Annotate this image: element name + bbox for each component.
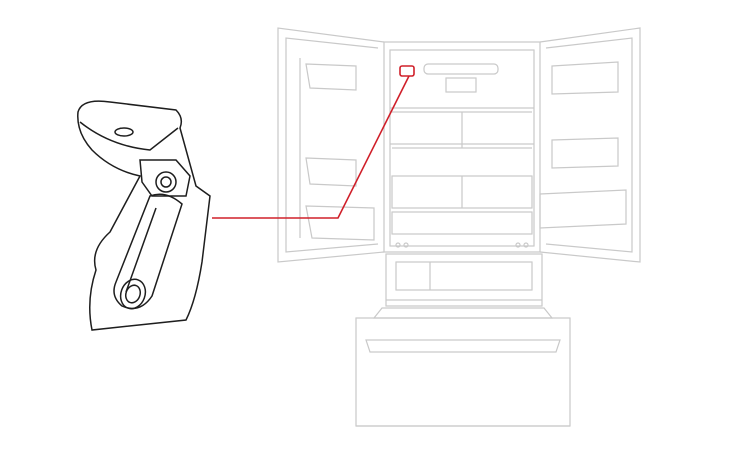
middle-drawer <box>385 253 543 307</box>
french-door-refrigerator-icon <box>277 27 641 427</box>
right-door-bin-3 <box>539 189 627 229</box>
left-door-bin-1 <box>305 63 357 91</box>
freezer-drawer-top <box>372 307 554 319</box>
lower-drawer <box>391 211 533 235</box>
filter-housing <box>77 100 211 331</box>
filter-location-marker-icon <box>399 65 415 77</box>
housing-clip <box>114 127 134 137</box>
freezer-handle <box>365 339 561 353</box>
control-panel <box>445 77 477 93</box>
fridge-interior <box>389 49 535 247</box>
filter-location-callout <box>212 65 415 219</box>
callout-leader-line <box>212 73 411 219</box>
left-door-outline <box>277 27 385 263</box>
left-door-bin-2 <box>305 157 357 187</box>
right-door-bin-2 <box>551 137 619 169</box>
freezer-drawer <box>355 317 571 427</box>
interior-light-bar <box>423 63 499 75</box>
right-door-bin-1 <box>551 61 619 95</box>
left-door-bin-3 <box>305 205 375 241</box>
filter-head <box>139 159 191 197</box>
filter-cartridge <box>113 193 183 310</box>
fridge-cabinet <box>383 41 541 253</box>
cartridge-end-cap <box>119 278 147 310</box>
water-filter-cartridge-icon <box>77 100 211 331</box>
right-door-outline <box>539 27 641 263</box>
